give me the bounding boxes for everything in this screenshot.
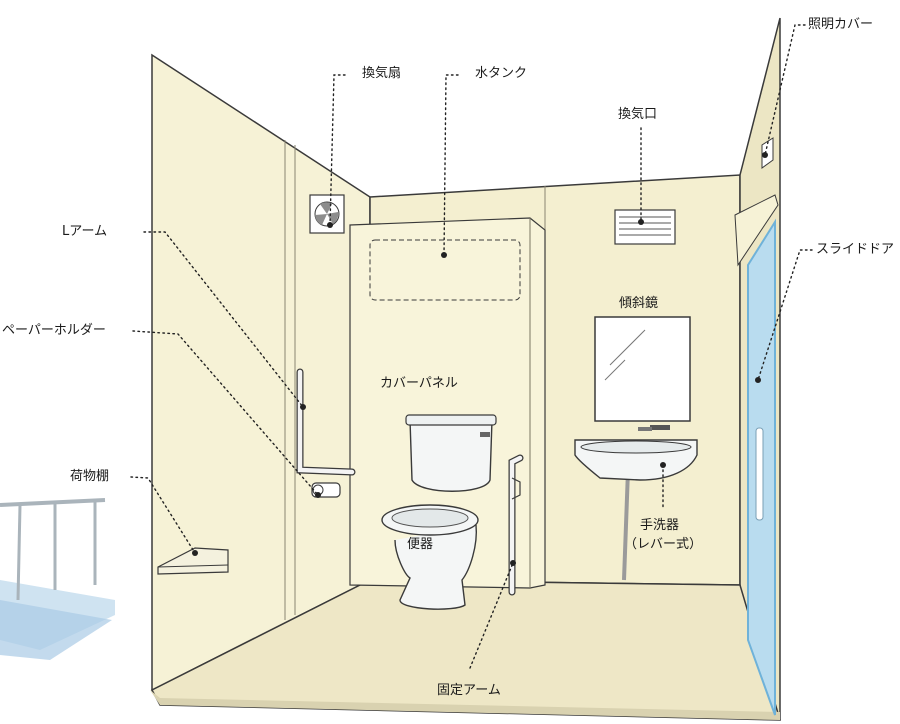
fixed-arm-icon	[508, 454, 524, 596]
l-arm-icon	[296, 368, 356, 476]
shelf-icon	[157, 547, 229, 575]
vent-grille-icon	[614, 209, 676, 245]
label-slide-door: スライドドア	[816, 242, 895, 257]
label-tilt-mirror: 傾斜鏡	[619, 296, 659, 311]
mirror-icon	[594, 316, 691, 422]
label-toilet: 便器	[407, 537, 434, 552]
label-hand-wash-type: （レバー式）	[624, 537, 703, 552]
water-tank-outline	[369, 239, 521, 301]
label-hand-wash: 手洗器	[640, 518, 680, 533]
label-paper-holder: ペーパーホルダー	[2, 323, 106, 338]
fan-icon	[309, 194, 345, 234]
label-water-tank: 水タンク	[475, 66, 528, 81]
label-l-arm: Lアーム	[62, 224, 108, 239]
label-fixed-arm: 固定アーム	[437, 683, 501, 698]
left-wall	[151, 53, 371, 692]
label-lighting-cover: 照明カバー	[808, 17, 874, 32]
label-vent-fan: 換気扇	[362, 66, 402, 81]
light-icon	[761, 137, 774, 169]
slide-door-icon	[747, 218, 776, 716]
label-shelf: 荷物棚	[70, 469, 110, 484]
label-vent-port: 換気口	[618, 107, 658, 122]
platform-icon	[0, 498, 115, 660]
sink-icon	[574, 425, 698, 581]
toilet-icon	[381, 414, 497, 610]
marker-dots	[192, 152, 768, 566]
leader-lines	[130, 24, 813, 669]
label-cover-panel: カバーパネル	[380, 376, 458, 391]
